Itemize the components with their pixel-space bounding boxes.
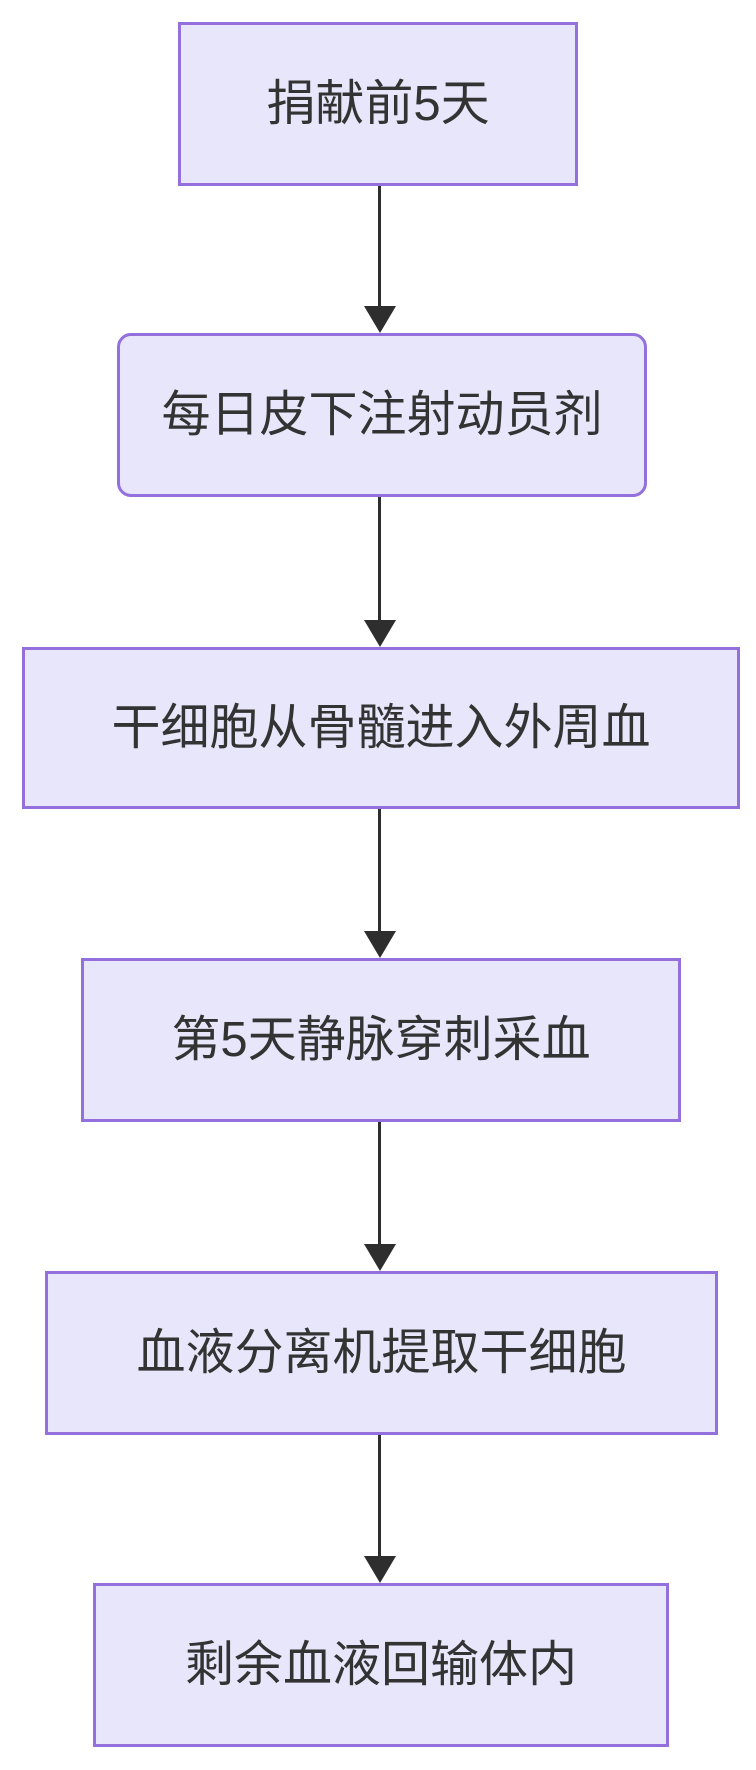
flow-node-blood-returned-to-body: 剩余血液回输体内 (93, 1583, 669, 1747)
arrowhead-down-icon (364, 620, 396, 647)
flow-arrow-line-3 (378, 809, 381, 932)
flow-arrow-line-1 (378, 186, 381, 307)
flow-node-daily-injection: 每日皮下注射动员剂 (117, 333, 647, 497)
arrowhead-down-icon (364, 306, 396, 333)
arrowhead-down-icon (364, 1244, 396, 1271)
flow-node-stem-cells-to-peripheral-blood: 干细胞从骨髓进入外周血 (22, 647, 740, 809)
arrowhead-down-icon (364, 1556, 396, 1583)
flow-arrow-line-5 (378, 1435, 381, 1557)
flow-arrow-line-2 (378, 497, 381, 621)
flow-node-day5-venipuncture: 第5天静脉穿刺采血 (81, 958, 681, 1122)
arrowhead-down-icon (364, 931, 396, 958)
flow-node-days-before-donation: 捐献前5天 (178, 22, 578, 186)
flow-node-separator-extracts-stem-cells: 血液分离机提取干细胞 (45, 1271, 718, 1435)
flow-arrow-line-4 (378, 1122, 381, 1245)
